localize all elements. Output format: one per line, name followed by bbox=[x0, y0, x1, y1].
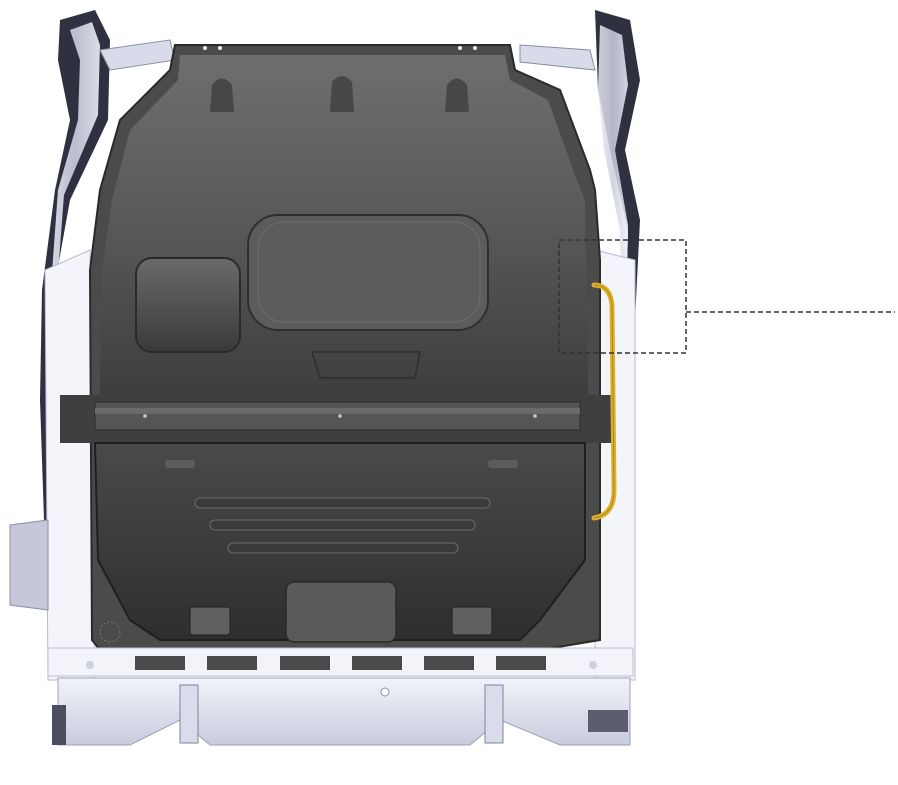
left-frame-tube bbox=[40, 10, 176, 520]
side-block bbox=[135, 257, 241, 353]
bottom-strip bbox=[47, 647, 634, 677]
label-recess bbox=[310, 351, 421, 379]
lower-bucket bbox=[93, 442, 586, 643]
base-frame bbox=[52, 677, 631, 746]
recessed-window bbox=[247, 214, 489, 331]
cross-rail bbox=[60, 395, 615, 443]
